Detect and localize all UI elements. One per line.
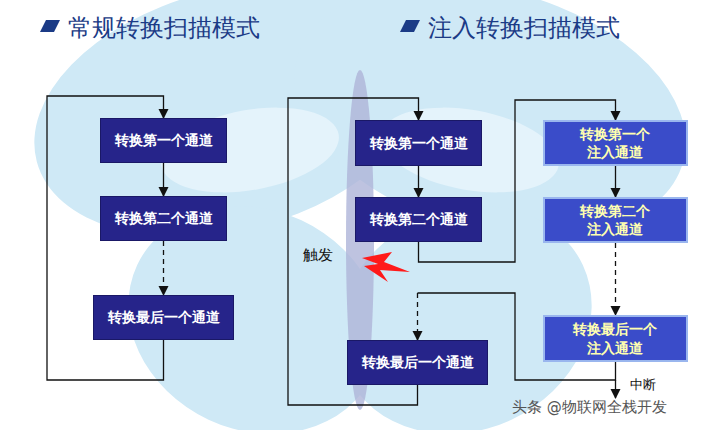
title-icon	[40, 20, 60, 32]
injected-channel-box: 转换第二个 注入通道	[543, 197, 688, 243]
connector-segment	[418, 166, 419, 197]
flow-connector	[163, 241, 164, 295]
flow-connector	[418, 166, 419, 197]
channel-text: 转换最后一个 注入通道	[569, 320, 661, 356]
connector-segment	[417, 293, 418, 340]
connector-segment	[163, 241, 164, 295]
diagram-title: 常规转换扫描模式	[68, 12, 260, 44]
connector-segment	[615, 243, 616, 315]
channel-box: 转换第一个通道	[100, 118, 227, 163]
connector-segment	[163, 163, 164, 196]
trigger-lightning	[362, 252, 410, 282]
channel-text: 转换第一个通道	[115, 131, 213, 149]
channel-text: 转换第二个通道	[370, 210, 468, 228]
butterfly-wings	[6, 0, 710, 430]
channel-text: 转换第二个通道	[115, 209, 213, 227]
flow-connector	[163, 163, 164, 196]
channel-text: 转换最后一个通道	[362, 353, 474, 371]
flow-connector	[615, 243, 616, 315]
title-icon	[400, 20, 420, 32]
channel-box: 转换第二个通道	[355, 197, 482, 242]
interrupt-arrow	[615, 380, 616, 398]
channel-box: 转换最后一个通道	[347, 340, 488, 385]
section-title: 注入转换扫描模式	[428, 12, 620, 44]
channel-text: 转换第一个通道	[370, 134, 468, 152]
channel-text: 转换第二个 注入通道	[569, 202, 661, 238]
injected-channel-box: 转换最后一个 注入通道	[543, 315, 688, 362]
channel-text: 转换第一个 注入通道	[569, 125, 661, 161]
connector-segment	[615, 166, 616, 197]
watermark: 头条 @物联网全栈开发	[512, 398, 667, 417]
channel-box: 转换最后一个通道	[93, 295, 234, 340]
injected-channel-box: 转换第一个 注入通道	[543, 120, 688, 166]
channel-text: 转换最后一个通道	[108, 308, 220, 326]
channel-box: 转换第二个通道	[100, 196, 227, 241]
channel-box: 转换第一个通道	[355, 120, 482, 166]
interrupt-label: 中断	[628, 376, 658, 394]
flow-connector	[615, 166, 616, 197]
trigger-label: 触发	[303, 246, 333, 265]
